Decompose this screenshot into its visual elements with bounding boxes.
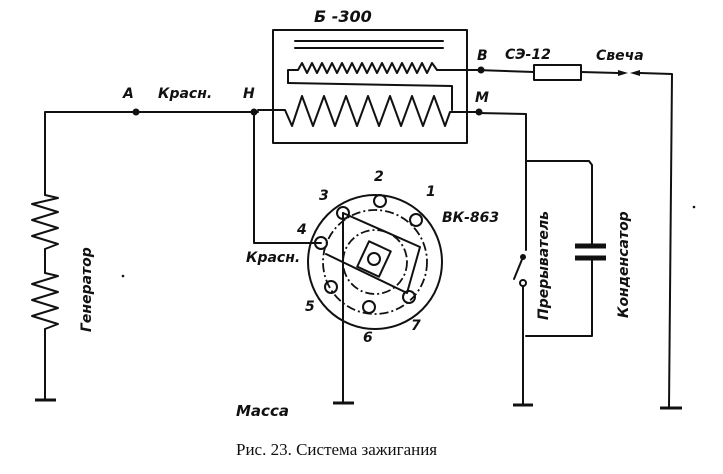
terminal-m-dot xyxy=(475,108,483,116)
wire-plug-to-ground xyxy=(639,72,673,408)
switch-label: ВК-863 xyxy=(442,210,499,226)
ignition-coil xyxy=(257,29,478,144)
switch-contact-2 xyxy=(373,194,387,208)
ignition-switch xyxy=(307,194,443,405)
generator-winding-upper xyxy=(31,194,59,250)
wire-color-label-top: Красн. xyxy=(158,86,212,102)
breaker-arm xyxy=(513,256,524,280)
wire-capacitor-bottom xyxy=(525,257,593,337)
switch-inner-circle xyxy=(342,229,408,295)
switch-position-2: 2 xyxy=(374,169,384,185)
switch-contact-5 xyxy=(324,280,338,294)
wire-m-to-breaker xyxy=(476,112,527,251)
coil-label: Б -300 xyxy=(314,7,372,26)
scan-speck xyxy=(692,205,696,209)
spark-plug-label: Свеча xyxy=(596,48,644,64)
switch-position-7: 7 xyxy=(411,318,421,334)
switch-contact-1 xyxy=(409,213,423,227)
terminal-n-label: Н xyxy=(243,86,255,102)
resistor-se12 xyxy=(533,64,582,81)
terminal-m-label: М xyxy=(475,90,489,106)
switch-contact-circle xyxy=(322,209,428,315)
wire-resistor-to-plug xyxy=(580,71,619,74)
resistor-label: СЭ-12 xyxy=(505,47,551,63)
switch-position-3: 3 xyxy=(319,188,329,204)
spark-gap-left-arrow xyxy=(618,70,628,76)
terminal-a-label: А xyxy=(122,86,134,102)
generator-winding-lower xyxy=(31,272,59,330)
wire-color-label-switch: Красн. xyxy=(246,250,300,266)
terminal-v-label: В xyxy=(477,48,488,64)
breaker-label: Прерыватель xyxy=(536,211,552,320)
switch-contact-6 xyxy=(362,300,376,314)
wire-coil-to-switch xyxy=(253,111,322,244)
wire-v-to-resistor xyxy=(476,69,535,73)
generator-label: Генератор xyxy=(79,247,95,332)
switch-position-6: 6 xyxy=(363,330,373,346)
coil-internal-link xyxy=(287,82,453,111)
switch-outer-ring xyxy=(307,194,443,330)
switch-rotor-hub xyxy=(356,240,392,278)
ground-label: Масса xyxy=(236,402,289,420)
switch-position-5: 5 xyxy=(305,299,315,315)
spark-gap-right-arrow xyxy=(630,70,640,76)
switch-position-1: 1 xyxy=(426,184,436,200)
coil-housing xyxy=(272,29,468,144)
scan-speck xyxy=(121,274,125,278)
switch-rotor xyxy=(325,212,421,294)
switch-contact-4 xyxy=(314,236,328,250)
condenser-label: Конденсатор xyxy=(616,211,632,318)
wire-capacitor-top xyxy=(525,160,593,247)
terminal-a-dot xyxy=(132,108,140,116)
wire-generator-to-coil xyxy=(44,111,259,196)
secondary-winding xyxy=(287,62,478,84)
switch-position-4: 4 xyxy=(296,222,307,238)
switch-center xyxy=(367,252,381,266)
figure-caption: Рис. 23. Система зажигания xyxy=(236,440,437,459)
switch-contact-7 xyxy=(402,290,416,304)
primary-winding xyxy=(257,95,478,127)
